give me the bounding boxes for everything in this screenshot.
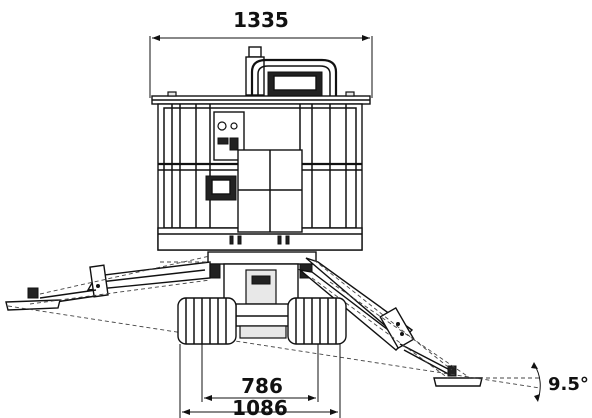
left-wheel — [177, 297, 237, 345]
dimension-top-width: 1335 — [149, 8, 373, 98]
dimension-outer-track-label: 1086 — [232, 396, 288, 418]
dimension-top-width-label: 1335 — [233, 8, 289, 32]
dimension-angle-label: 9.5° — [548, 374, 589, 395]
right-outrigger — [297, 257, 483, 387]
left-outrigger — [5, 255, 211, 311]
dimension-inner-track: 786 — [201, 344, 319, 402]
ground-slope: 9.5° — [7, 305, 589, 402]
dimension-inner-track-label: 786 — [241, 374, 283, 398]
platform-basket — [157, 103, 363, 251]
right-wheel — [287, 297, 347, 345]
chassis — [207, 251, 317, 339]
dimension-outer-track: 1086 — [179, 344, 341, 418]
upper-machinery — [245, 46, 338, 98]
